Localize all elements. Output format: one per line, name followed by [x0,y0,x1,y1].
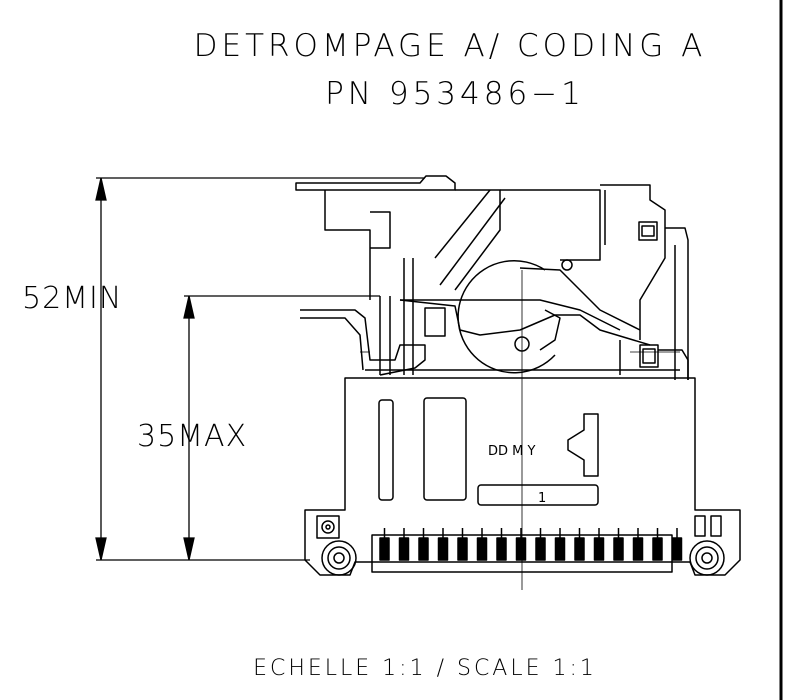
contact-terminal [652,537,663,561]
coding-label: 1 [538,491,546,506]
title-coding: DETROMPAGE A/ CODING A [194,28,707,64]
dimension-label-52min: 52MIN [22,281,122,316]
right-latch [619,340,689,380]
terminal-row [371,528,683,573]
terminal-channel [371,534,673,573]
title-part-number: PN 953486−1 [325,76,585,112]
contact-terminal [671,537,683,561]
contact-terminal [437,537,449,561]
contact-terminal [476,537,488,561]
dimension-label-35max: 35MAX [137,419,247,454]
latch-lever [295,175,689,380]
contact-terminal [457,537,468,561]
contact-terminal [379,537,390,561]
mounting-boss-left [316,515,357,576]
contact-terminal [554,537,566,561]
cam-wheel [457,259,641,374]
mounting-boss-right [689,515,725,576]
contact-terminal [574,537,585,561]
date-code-marking: DD M Y [488,444,536,459]
contact-terminal [515,537,527,561]
contact-terminal [535,537,546,561]
contact-terminal [418,537,429,561]
connector-drawing [295,175,741,590]
contact-terminal [613,537,624,561]
dimension-body-height [183,295,380,561]
contact-terminal [593,537,605,561]
scale-note: ECHELLE 1:1 / SCALE 1:1 [253,656,597,681]
contact-terminal [496,537,507,561]
contact-terminal [632,537,644,561]
dimension-overall-height [95,177,425,561]
left-latch-arm [300,258,651,376]
centerlines [360,270,680,590]
contact-terminal [398,537,410,561]
